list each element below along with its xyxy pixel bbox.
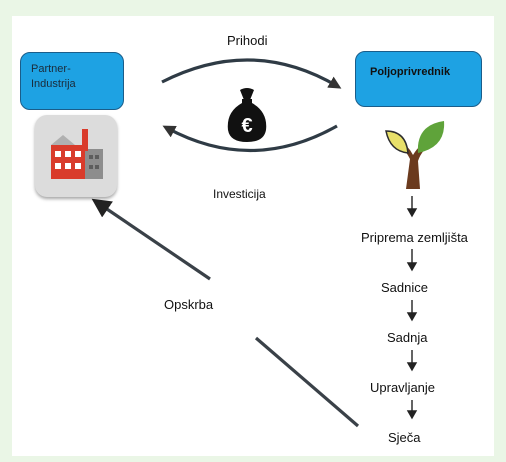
partner-industry-box: Partner-Industrija <box>20 52 124 110</box>
revenue-arc-arrow <box>161 58 342 89</box>
connector-layer <box>91 58 418 428</box>
step-harvest: Sječa <box>388 430 421 445</box>
step-management: Upravljanje <box>370 380 436 395</box>
step-arrows <box>406 196 418 420</box>
supply-arrow-lower <box>254 336 360 428</box>
supply-label: Opskrba <box>164 297 214 312</box>
farmer-label: Poljoprivrednik <box>370 66 451 78</box>
factory-icon <box>35 115 117 197</box>
tree-icon <box>382 113 448 193</box>
investment-label: Investicija <box>213 187 266 201</box>
euro-symbol: € <box>241 115 252 137</box>
step-land-preparation: Priprema zemljišta <box>361 230 468 245</box>
revenue-label: Prihodi <box>227 33 268 48</box>
farmer-box: Poljoprivrednik <box>355 51 482 107</box>
partner-label: Partner-Industrija <box>31 63 76 90</box>
step-planting: Sadnja <box>387 330 428 345</box>
diagram-canvas: Partner-Industrija Poljoprivrednik Priho… <box>12 16 494 456</box>
money-bag-icon: € <box>222 86 272 144</box>
investment-arc-arrow <box>162 124 338 153</box>
supply-arrow-upper <box>91 198 211 281</box>
step-seedlings: Sadnice <box>381 280 428 295</box>
